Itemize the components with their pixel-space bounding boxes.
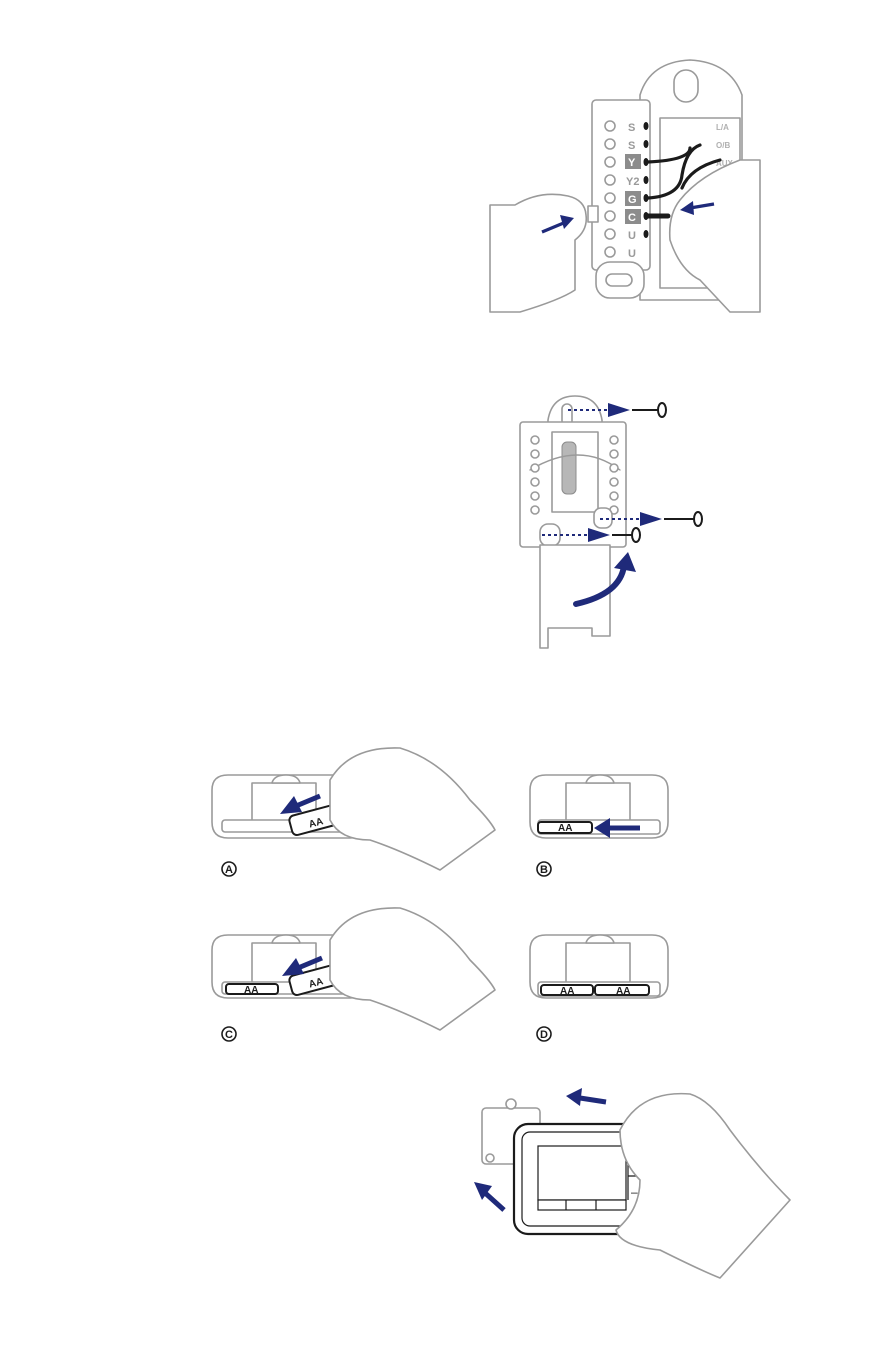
hand-icon — [490, 194, 586, 312]
battery-step-c: AA AA C — [212, 908, 495, 1041]
step-label: B — [540, 864, 548, 876]
terminal-label: Y — [628, 157, 636, 169]
battery-step-a: AA A — [212, 748, 495, 876]
terminal-label: C — [628, 212, 636, 224]
arrow-icon — [566, 1088, 606, 1106]
battery-step-b: AA B — [530, 775, 668, 876]
arrow-icon — [474, 1182, 504, 1210]
hand-icon — [616, 1094, 790, 1278]
terminal-label: G — [628, 194, 637, 206]
step-label: C — [225, 1029, 233, 1041]
battery-label: AA — [616, 986, 630, 997]
battery-label: AA — [558, 823, 572, 834]
minus-button-label: – — [631, 1185, 638, 1199]
battery-label: AA — [560, 986, 574, 997]
battery-step-d: AA AA D — [530, 935, 668, 1041]
step-label: D — [540, 1029, 548, 1041]
terminal-label: Y2 — [626, 176, 639, 188]
terminal-label: U — [628, 248, 636, 260]
battery-label: AA — [244, 985, 258, 996]
terminal-label: S — [628, 122, 635, 134]
terminal-label-right: O/B — [716, 141, 730, 150]
step-label: A — [225, 864, 233, 876]
terminal-label-right: L/A — [716, 123, 729, 132]
terminal-label: U — [628, 230, 636, 242]
terminal-label: S — [628, 140, 635, 152]
